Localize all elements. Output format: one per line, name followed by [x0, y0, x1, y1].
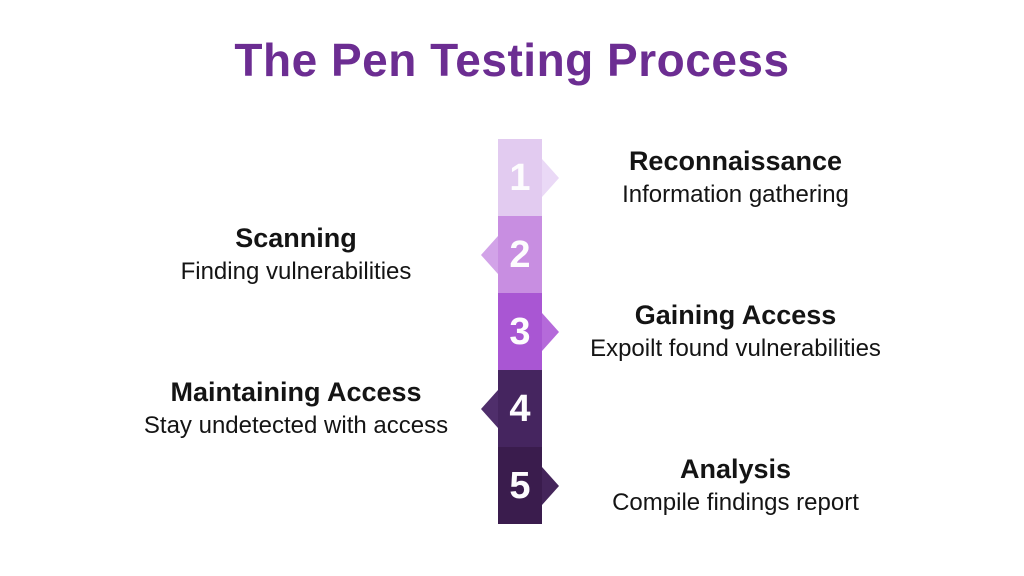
step-label: Maintaining Access Stay undetected with … — [115, 370, 477, 447]
step-heading: Analysis — [679, 453, 792, 484]
step-number: 3 — [509, 310, 531, 353]
step-segment: 2 — [498, 216, 542, 293]
step-number: 1 — [509, 156, 531, 199]
step-arrow-icon — [542, 466, 559, 505]
step-heading: Reconnaissance — [628, 145, 843, 176]
step-number: 2 — [509, 233, 531, 276]
step-segment: 3 — [498, 293, 542, 370]
step-arrow-icon — [542, 158, 559, 197]
step-heading: Scanning — [235, 222, 357, 253]
step-arrow-icon — [481, 389, 498, 428]
step-number: 4 — [509, 387, 531, 430]
step-label: Reconnaissance Information gathering — [563, 139, 908, 216]
step-description: Stay undetected with access — [143, 411, 449, 439]
step-heading: Gaining Access — [634, 299, 837, 330]
step-arrow-icon — [481, 235, 498, 274]
page-title: The Pen Testing Process — [234, 34, 790, 86]
step-number: 5 — [509, 464, 531, 507]
step-label: Analysis Compile findings report — [563, 447, 908, 524]
step-label: Gaining Access Expoilt found vulnerabili… — [563, 293, 908, 370]
step-description: Compile findings report — [612, 488, 859, 516]
step-segment: 1 — [498, 139, 542, 216]
step-description: Information gathering — [622, 180, 849, 208]
step-description: Expoilt found vulnerabilities — [590, 334, 881, 362]
step-label: Scanning Finding vulnerabilities — [115, 216, 477, 293]
step-description: Finding vulnerabilities — [180, 257, 412, 285]
step-arrow-icon — [542, 312, 559, 351]
step-heading: Maintaining Access — [170, 376, 422, 407]
step-segment: 5 — [498, 447, 542, 524]
step-segment: 4 — [498, 370, 542, 447]
